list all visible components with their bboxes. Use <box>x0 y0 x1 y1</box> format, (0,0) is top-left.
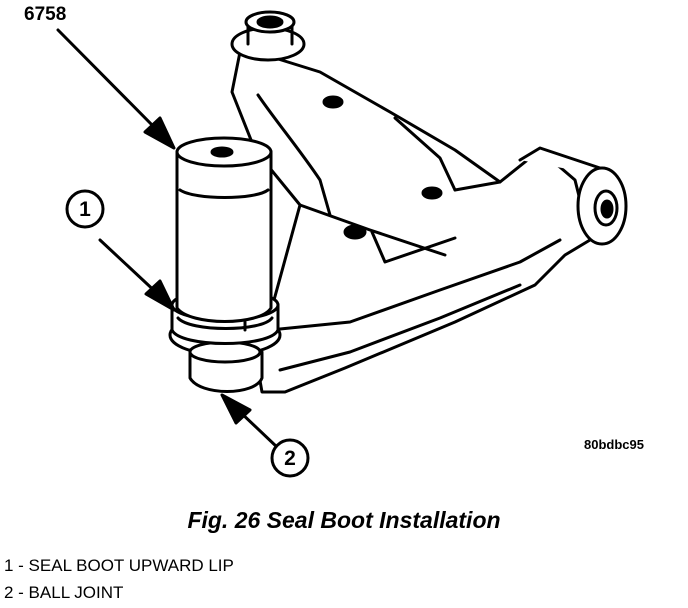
leader-arrows <box>56 28 280 450</box>
tool-number-label: 6758 <box>24 4 67 25</box>
arm-holes <box>322 95 443 240</box>
callout-1-number: 1 <box>79 198 91 221</box>
arm-bushing <box>518 146 628 246</box>
callout-1: 1 <box>65 189 105 229</box>
callout-2-arrowhead <box>220 393 252 425</box>
upper-ball-stud <box>230 10 306 62</box>
callout-1-arrow <box>98 238 162 298</box>
tool-arrow <box>56 28 162 135</box>
callout-2: 2 <box>270 438 310 478</box>
figure-caption: Fig. 26 Seal Boot Installation <box>187 507 501 533</box>
seal-boot-diagram: 1 2 <box>56 10 628 478</box>
callout-2-number: 2 <box>284 447 296 470</box>
image-code: 80bdbc95 <box>584 437 644 452</box>
tool-arrowhead <box>143 116 176 150</box>
installer-tool <box>175 136 273 323</box>
callout-1-arrowhead <box>144 279 176 312</box>
legend-item: 2 - BALL JOINT <box>4 583 124 602</box>
legend-item: 1 - SEAL BOOT UPWARD LIP <box>4 556 234 575</box>
control-arm <box>230 50 592 394</box>
legend: 1 - SEAL BOOT UPWARD LIP 2 - BALL JOINT <box>4 552 234 606</box>
